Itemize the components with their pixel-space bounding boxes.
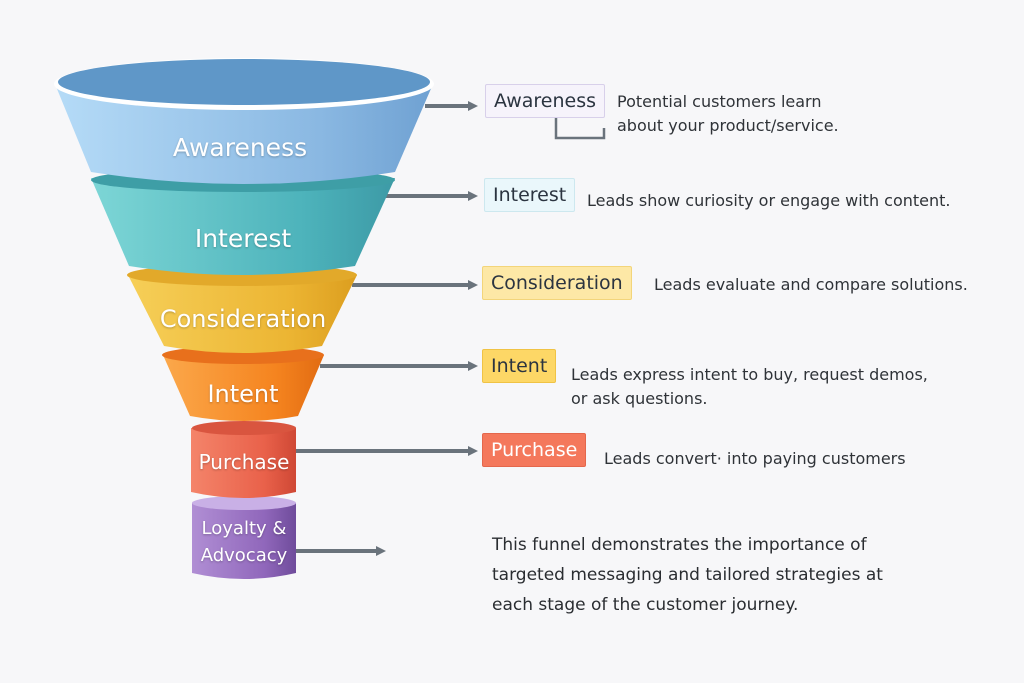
desc-consideration: Leads evaluate and compare solutions. — [654, 273, 968, 297]
summary-line-3: each stage of the customer journey. — [492, 595, 799, 615]
segment-awareness — [54, 58, 434, 184]
funnel-label-loyalty-line-2: Advocacy — [200, 545, 288, 566]
desc-awareness-line-1: Potential customers learn — [617, 92, 822, 111]
connector-arrows — [296, 101, 606, 556]
segment-interest — [91, 168, 395, 275]
desc-intent-line-2: or ask questions. — [571, 389, 708, 408]
funnel-label-interest: Interest — [194, 224, 292, 253]
tag-interest: Interest — [484, 178, 576, 212]
summary-line-2: targeted messaging and tailored strategi… — [492, 565, 883, 585]
desc-intent: Leads express intent to buy, request dem… — [571, 363, 928, 411]
tag-intent: Intent — [482, 349, 557, 383]
desc-consideration-line-1: Leads evaluate and compare solutions. — [654, 275, 968, 294]
segment-loyalty — [192, 496, 296, 579]
segment-purchase — [191, 421, 296, 498]
funnel-label-loyalty: Loyalty & Advocacy — [201, 515, 288, 569]
desc-interest-line-1: Leads show curiosity or engage with cont… — [587, 191, 951, 210]
funnel-label-awareness: Awareness — [172, 133, 308, 162]
desc-purchase-line-1: Leads convert· into paying customers — [604, 449, 906, 468]
desc-awareness: Potential customers learn about your pro… — [617, 90, 839, 138]
funnel-label-loyalty-line-1: Loyalty & — [201, 518, 287, 539]
funnel-label-purchase: Purchase — [198, 450, 290, 474]
summary-line-1: This funnel demonstrates the importance … — [492, 535, 867, 555]
funnel-label-consideration: Consideration — [159, 305, 327, 333]
desc-purchase: Leads convert· into paying customers — [604, 447, 906, 471]
tag-awareness: Awareness — [485, 84, 606, 118]
funnel-label-intent: Intent — [207, 380, 279, 408]
summary-text: This funnel demonstrates the importance … — [492, 530, 883, 620]
desc-interest: Leads show curiosity or engage with cont… — [587, 189, 951, 213]
desc-awareness-line-2: about your product/service. — [617, 116, 839, 135]
awareness-bracket — [554, 116, 606, 140]
desc-intent-line-1: Leads express intent to buy, request dem… — [571, 365, 928, 384]
tag-purchase: Purchase — [482, 433, 587, 467]
tag-consideration: Consideration — [482, 266, 632, 300]
